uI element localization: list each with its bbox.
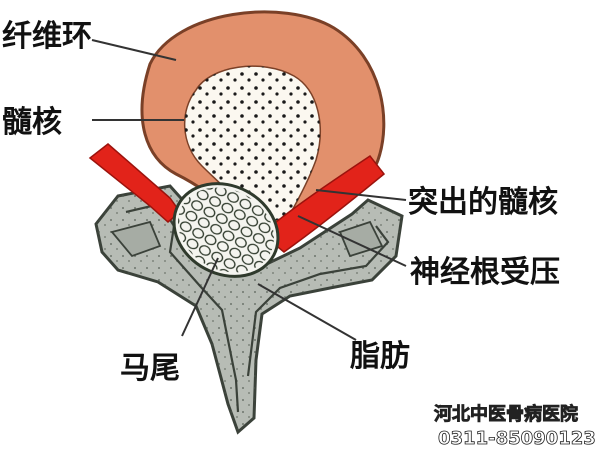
leader-annulus	[91, 39, 177, 61]
leader-fat	[257, 283, 357, 341]
label-cauda-equina: 马尾	[120, 351, 180, 386]
facet-right	[338, 220, 384, 258]
label-fat: 脂肪	[350, 339, 410, 374]
nucleus-dots	[184, 66, 321, 221]
nerve-root-right	[260, 154, 386, 253]
leader-nerve-root	[297, 215, 407, 267]
label-nucleus: 髓核	[2, 105, 62, 140]
facet-left	[110, 220, 162, 258]
cauda-equina-fibers	[178, 187, 274, 273]
label-nerve-root: 神经根受压	[410, 255, 560, 290]
vertebra-texture	[96, 186, 402, 432]
watermark-hospital: 河北中医骨病医院	[434, 403, 578, 425]
label-herniated-nucleus: 突出的髓核	[408, 185, 558, 220]
watermark-phone: 0311-85090123	[438, 428, 596, 449]
lamina-contour-right	[246, 225, 390, 377]
label-annulus: 纤维环	[2, 19, 92, 54]
leader-herniated	[315, 189, 407, 201]
leader-cauda	[181, 257, 219, 337]
